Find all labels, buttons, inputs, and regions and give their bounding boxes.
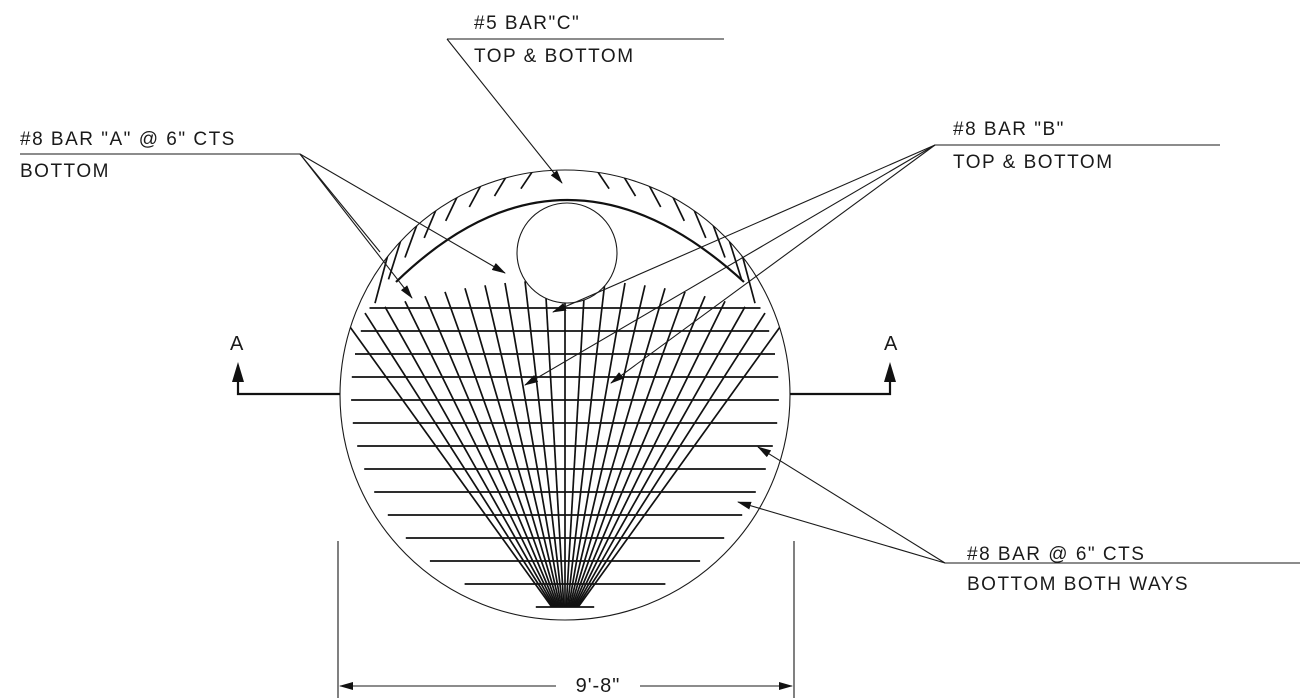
radial-bar [575,306,746,608]
curved-bar-c [395,199,745,283]
radial-bar [570,288,666,608]
radial-bar [524,281,564,608]
callout-bar-a-line2: BOTTOM [20,161,110,182]
diagonal-bar-a [714,170,756,304]
callout-bar-c-line2: TOP & BOTTOM [474,46,635,67]
diagonal-bar-a [444,170,511,222]
callout-bar-grid: #8 BAR @ 6" CTS BOTTOM BOTH WAYS [737,446,1300,595]
diagonal-bar-a [493,170,572,197]
opening-circle [516,202,618,304]
section-cut-left: A [230,333,340,396]
radial-bar [384,306,555,608]
callout-bar-b: #8 BAR "B" TOP & BOTTOM [524,119,1220,386]
radial-bar [576,312,766,608]
callout-bar-a: #8 BAR "A" @ 6" CTS BOTTOM [20,129,506,299]
section-marker-right: A [884,333,898,355]
radial-bar [566,281,606,608]
radial-bar [464,288,560,608]
diagonal-bar-a [619,170,686,222]
diagonal-bar-a [589,170,662,208]
radial-bar [364,312,554,608]
radial-bar [444,291,559,608]
diagonal-bar-a [694,170,743,280]
radial-bar [572,295,706,608]
callout-bar-a-line1: #8 BAR "A" @ 6" CTS [20,129,236,150]
radial-bar [424,295,558,608]
diagonal-bar-a [558,170,637,197]
callout-bar-c: #5 BAR"C" TOP & BOTTOM [446,13,724,184]
radial-bar [504,282,563,608]
diagonal-bar-a [404,170,458,258]
section-cut-right: A [790,333,898,396]
radial-bar [344,319,553,608]
radial-bar [567,282,626,608]
callout-bar-grid-line2: BOTTOM BOTH WAYS [967,574,1189,595]
radial-bar [571,291,686,608]
diagonal-bar-a [672,170,726,258]
radial-bar [484,285,562,608]
dimension-line: 9'-8" [337,541,795,698]
radial-bars-b [344,280,786,608]
diagonal-bar-a [387,170,436,280]
callout-bar-b-line2: TOP & BOTTOM [953,152,1114,173]
radial-bar [568,285,646,608]
callout-bar-b-line1: #8 BAR "B" [953,119,1065,140]
diagonal-bar-a [374,170,416,304]
callout-bar-c-line1: #5 BAR"C" [474,13,580,34]
section-marker-left: A [230,333,244,355]
radial-bar [404,300,557,608]
radial-bar [573,300,726,608]
radial-bar [565,280,586,608]
dimension-text: 9'-8" [576,675,621,697]
diagonal-bar-a [423,170,483,239]
diagonal-bar-a [647,170,707,239]
radial-bar [544,280,565,608]
radial-bar [577,319,786,608]
callout-bar-grid-line1: #8 BAR @ 6" CTS [967,544,1145,565]
